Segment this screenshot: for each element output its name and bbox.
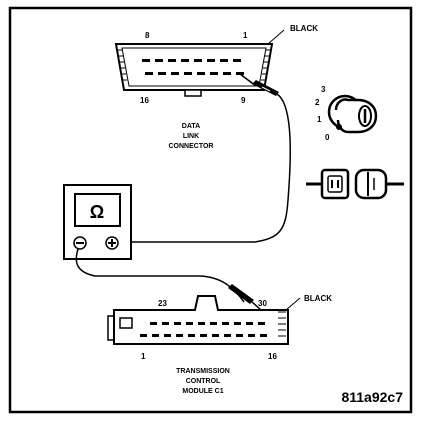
dlc-caption-line-1: DATA <box>182 123 200 130</box>
tcm-caption-line-3: MODULE C1 <box>182 388 223 395</box>
dlc-caption-line-3: CONNECTOR <box>169 143 214 150</box>
disconnected-connector-icon <box>306 168 404 200</box>
ignition-switch: 3 2 1 0 <box>315 85 378 142</box>
ignition-position-3: 3 <box>321 85 326 94</box>
ohm-symbol: Ω <box>90 202 104 222</box>
tcm-pin-16-label: 16 <box>268 352 277 361</box>
positive-test-lead <box>112 93 291 243</box>
dlc-pin-8-label: 8 <box>145 31 150 40</box>
dlc-caption-line-2: LINK <box>183 133 199 140</box>
dlc-pin-9-label: 9 <box>241 96 246 105</box>
tcm-caption-line-2: CONTROL <box>186 378 221 385</box>
tcm-pin-30-label: 30 <box>258 299 267 308</box>
tcm-connector: 23 30 1 16 BLACK TRANSMISSION CONTROL MO… <box>107 284 332 395</box>
dlc-color-label: BLACK <box>290 24 318 33</box>
ignition-position-0: 0 <box>325 133 330 142</box>
dlc-pin-16-label: 16 <box>140 96 149 105</box>
ignition-position-1: 1 <box>317 115 322 124</box>
data-link-connector: 8 1 16 9 BLACK DATA LINK CONNECTOR <box>114 24 318 150</box>
tcm-color-label: BLACK <box>304 294 332 303</box>
ohmmeter: Ω <box>63 184 132 260</box>
ignition-position-2: 2 <box>315 98 320 107</box>
dlc-test-probe <box>239 73 279 96</box>
figure-id: 811a92c7 <box>341 389 403 405</box>
tcm-caption-line-1: TRANSMISSION <box>176 368 230 375</box>
dlc-pin-1-label: 1 <box>243 31 248 40</box>
tcm-pin-1-label: 1 <box>141 352 146 361</box>
diagram-border <box>8 6 413 414</box>
tcm-pin-23-label: 23 <box>158 299 167 308</box>
